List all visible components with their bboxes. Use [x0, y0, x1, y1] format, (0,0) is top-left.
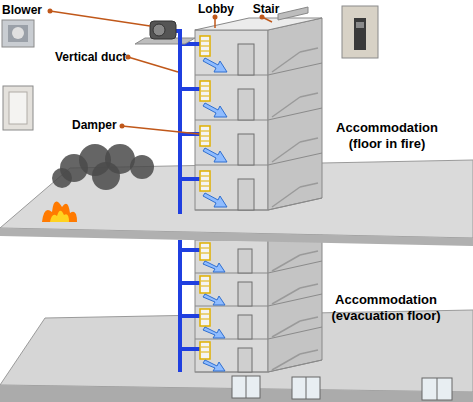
leader-line: [128, 57, 178, 72]
blower-photo: [2, 20, 34, 47]
exit-door: [246, 376, 247, 398]
lobby-photo: [356, 22, 364, 28]
area-label: Accommodation (evacuation floor): [320, 292, 452, 325]
part-label: Blower: [2, 3, 62, 18]
exit-door: [437, 378, 438, 400]
exit-door: [232, 376, 260, 398]
blower-photo: [12, 27, 24, 39]
fire: [42, 202, 77, 222]
leader-line: [50, 11, 150, 26]
exit-door: [422, 378, 452, 400]
floor-unit: [180, 81, 322, 120]
duct-photo: [3, 86, 33, 130]
floor-unit: [180, 309, 322, 339]
floor-unit: [180, 243, 322, 273]
leader-dot: [48, 9, 53, 14]
blower-photo: [8, 25, 28, 42]
floor-unit: [180, 36, 322, 75]
vertical-duct: [174, 31, 180, 214]
exit-door: [292, 377, 320, 399]
part-label: Damper: [72, 118, 132, 133]
part-label: Lobby: [196, 2, 236, 17]
smoke: [130, 155, 154, 179]
floor-unit: [180, 342, 322, 372]
tower-roof: [195, 18, 322, 30]
floor-unit: [180, 276, 322, 306]
leader-line: [122, 126, 199, 134]
stair-roof: [278, 7, 308, 20]
fire: [50, 211, 69, 222]
leader-dot: [120, 124, 125, 129]
area-label: Accommodation (floor in fire): [328, 120, 446, 153]
lobby-photo: [354, 18, 366, 50]
lobby-photo: [342, 6, 378, 58]
blower-fan: [153, 24, 165, 36]
slab-edge: [0, 228, 473, 246]
duct-photo: [9, 92, 27, 124]
floor-unit: [180, 126, 322, 165]
smoke: [92, 162, 120, 190]
floor-unit: [180, 171, 322, 210]
exit-door: [306, 377, 307, 399]
blower-unit: [150, 21, 176, 39]
part-label: Vertical duct: [55, 50, 135, 65]
vertical-duct: [178, 240, 182, 372]
part-label: Stair: [246, 2, 286, 17]
